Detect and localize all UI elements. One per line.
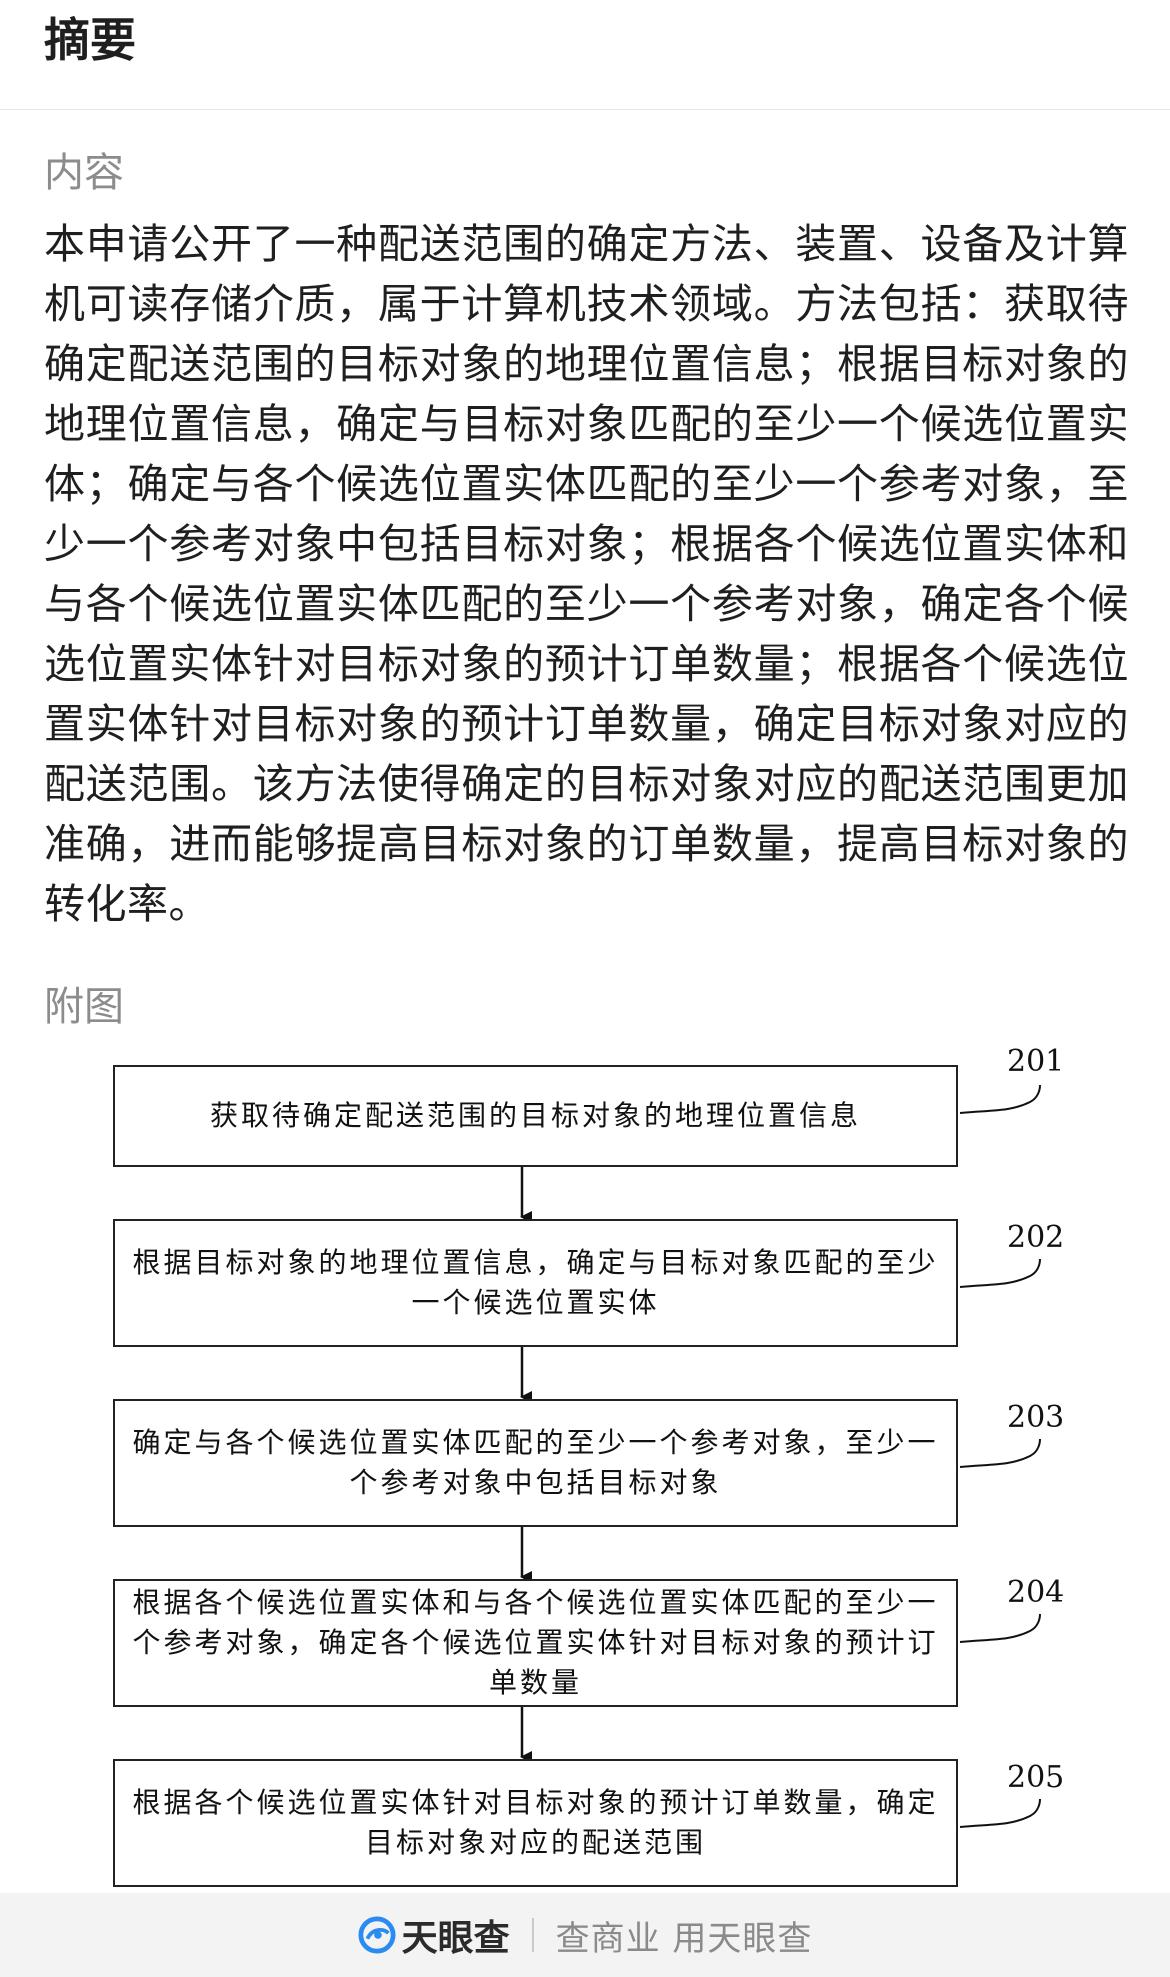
title-bar: 摘要 <box>0 0 1170 110</box>
footer-slogan: 查商业 用天眼查 <box>555 1918 813 1959</box>
flow-step-number: 201 <box>1007 1044 1065 1079</box>
flow-step-number: 204 <box>1007 1575 1065 1610</box>
flow-step-number: 205 <box>1007 1760 1065 1795</box>
leader-204 <box>959 1613 1041 1643</box>
leader-203 <box>959 1438 1041 1468</box>
page-title: 摘要 <box>44 13 136 67</box>
flow-step-number: 203 <box>1007 1400 1065 1435</box>
flow-step-number: 202 <box>1007 1220 1065 1255</box>
tianyancha-logo-icon <box>358 1916 396 1954</box>
flow-step-202: 根据目标对象的地理位置信息，确定与目标对象匹配的至少一个候选位置实体 <box>113 1219 958 1347</box>
content-section-label: 内容 <box>44 150 124 196</box>
leader-205 <box>959 1798 1041 1828</box>
footer-brand: 天眼查 <box>401 1918 510 1959</box>
flow-step-text: 确定与各个候选位置实体匹配的至少一个参考对象，至少一个参考对象中包括目标对象 <box>132 1426 939 1499</box>
flow-step-204: 根据各个候选位置实体和与各个候选位置实体匹配的至少一个参考对象，确定各个候选位置… <box>113 1579 958 1707</box>
flow-step-205: 根据各个候选位置实体针对目标对象的预计订单数量，确定目标对象对应的配送范围 <box>113 1759 958 1887</box>
flowchart-figure: 获取待确定配送范围的目标对象的地理位置信息 201 根据目标对象的地理位置信息，… <box>0 1044 1170 1890</box>
leader-201 <box>959 1084 1041 1114</box>
flow-step-201: 获取待确定配送范围的目标对象的地理位置信息 <box>113 1065 958 1167</box>
leader-202 <box>959 1258 1041 1288</box>
flow-step-text: 根据各个候选位置实体和与各个候选位置实体匹配的至少一个参考对象，确定各个候选位置… <box>132 1586 939 1699</box>
footer-banner[interactable]: 天眼查 查商业 用天眼查 <box>0 1893 1170 1977</box>
flow-step-203: 确定与各个候选位置实体匹配的至少一个参考对象，至少一个参考对象中包括目标对象 <box>113 1399 958 1527</box>
flow-step-text: 获取待确定配送范围的目标对象的地理位置信息 <box>209 1099 861 1132</box>
abstract-text: 本申请公开了一种配送范围的确定方法、装置、设备及计算机可读存储介质，属于计算机技… <box>44 220 1129 928</box>
flow-step-text: 根据各个候选位置实体针对目标对象的预计订单数量，确定目标对象对应的配送范围 <box>132 1786 939 1859</box>
figure-section-label: 附图 <box>44 984 124 1030</box>
flow-step-text: 根据目标对象的地理位置信息，确定与目标对象匹配的至少一个候选位置实体 <box>132 1246 939 1319</box>
flowchart-connectors <box>520 1084 1041 1828</box>
footer-divider <box>531 1918 534 1952</box>
